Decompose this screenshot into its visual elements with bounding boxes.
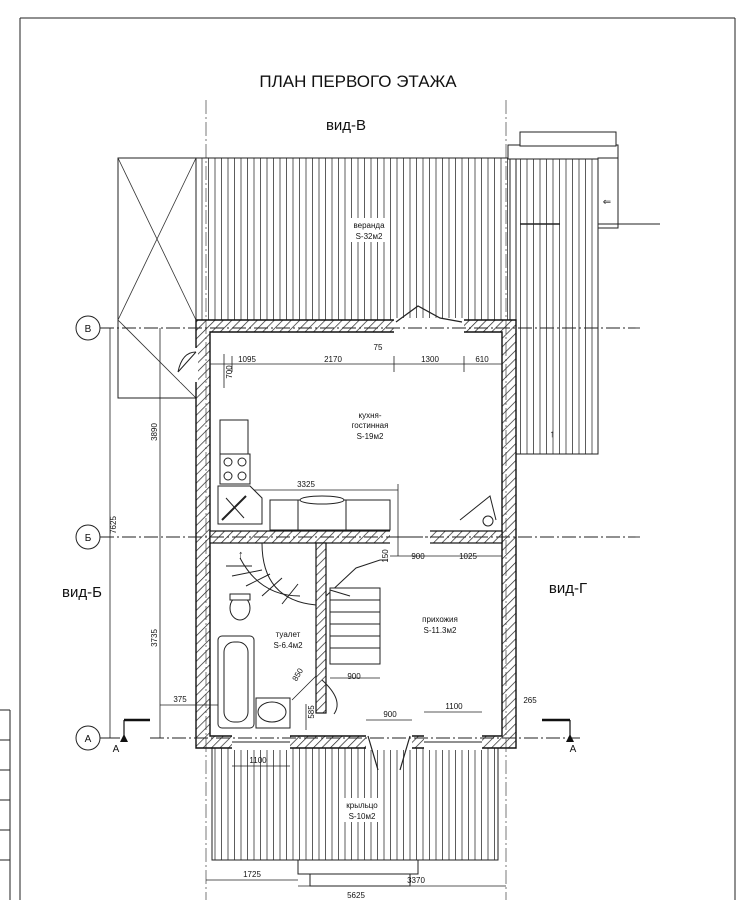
hall-name: прихожия: [422, 615, 458, 624]
dim-label: 900: [411, 552, 425, 561]
view-label-top: вид-В: [326, 117, 366, 134]
dim-label: 3370: [407, 876, 425, 885]
axis-marker-a: [75, 725, 101, 751]
axis-label-v: В: [85, 324, 92, 335]
dim-label: 375: [173, 695, 187, 704]
stair-arrow-icon: ↑: [550, 429, 555, 440]
dim-label: 3325: [297, 480, 315, 489]
hall-area: S-11.3м2: [424, 626, 457, 635]
dim-label: 1095: [238, 355, 256, 364]
axis-marker-b: [75, 524, 101, 550]
toilet-area: S-6.4м2: [273, 641, 303, 650]
dim-label: 700: [225, 365, 234, 379]
grid-axes: [100, 100, 640, 900]
kitchen-fittings: [217, 419, 494, 531]
dim-label: 265: [523, 696, 537, 705]
fridge-icon: [297, 499, 347, 531]
staircase: ↑: [226, 542, 388, 665]
dimension-lines: [109, 328, 506, 887]
kitchen-name-line2: гостинная: [352, 421, 389, 430]
kitchen-name-line1: кухня-: [358, 411, 381, 420]
kitchen-area: S-19м2: [357, 432, 384, 441]
washbasin-icon: [257, 701, 287, 723]
dim-label: 1300: [421, 355, 439, 364]
section-label-right: А: [570, 744, 577, 755]
stair-arrow-icon: ⇐: [603, 197, 611, 208]
dim-label: 2170: [324, 355, 342, 364]
toilet-name: туалет: [276, 630, 301, 639]
bathroom-fixtures: [217, 593, 291, 729]
axis-label-b: Б: [85, 533, 92, 544]
dim-label: 150: [381, 549, 390, 563]
porch-name: крыльцо: [346, 801, 378, 810]
porch-area: S-10м2: [349, 812, 376, 821]
axis-label-a: А: [85, 734, 92, 745]
dim-label: 900: [383, 710, 397, 719]
section-marks: [120, 718, 574, 742]
dim-label: 3890: [150, 423, 159, 441]
veranda-deck: ⇐ ↑: [117, 131, 660, 455]
doors: [177, 305, 497, 771]
axis-marker-v: [75, 315, 101, 341]
dim-label: 585: [307, 705, 316, 719]
dim-label: 1725: [243, 870, 261, 879]
dim-label: 1100: [249, 756, 267, 765]
dim-label: 900: [347, 672, 361, 681]
sink-icon: [217, 485, 263, 525]
dim-label: 850: [291, 666, 306, 683]
stair-arrow-icon: ↑: [238, 549, 244, 561]
veranda-area: S-32м2: [356, 232, 383, 241]
veranda-name: веранда: [353, 221, 385, 230]
plan-title: ПЛАН ПЕРВОГО ЭТАЖА: [259, 72, 457, 91]
dim-label: 610: [475, 355, 489, 364]
dim-label: 75: [374, 343, 383, 352]
view-label-left: вид-Б: [62, 584, 102, 601]
dim-label: 5625: [347, 891, 365, 900]
view-label-right: вид-Г: [549, 580, 587, 597]
dim-label: 7625: [109, 516, 118, 534]
dim-label: 3735: [150, 629, 159, 647]
dim-label: 1025: [459, 552, 477, 561]
page-frame: [0, 17, 736, 900]
section-label-left: А: [113, 744, 120, 755]
stove-icon: [219, 453, 251, 485]
dim-label: 1100: [445, 702, 463, 711]
